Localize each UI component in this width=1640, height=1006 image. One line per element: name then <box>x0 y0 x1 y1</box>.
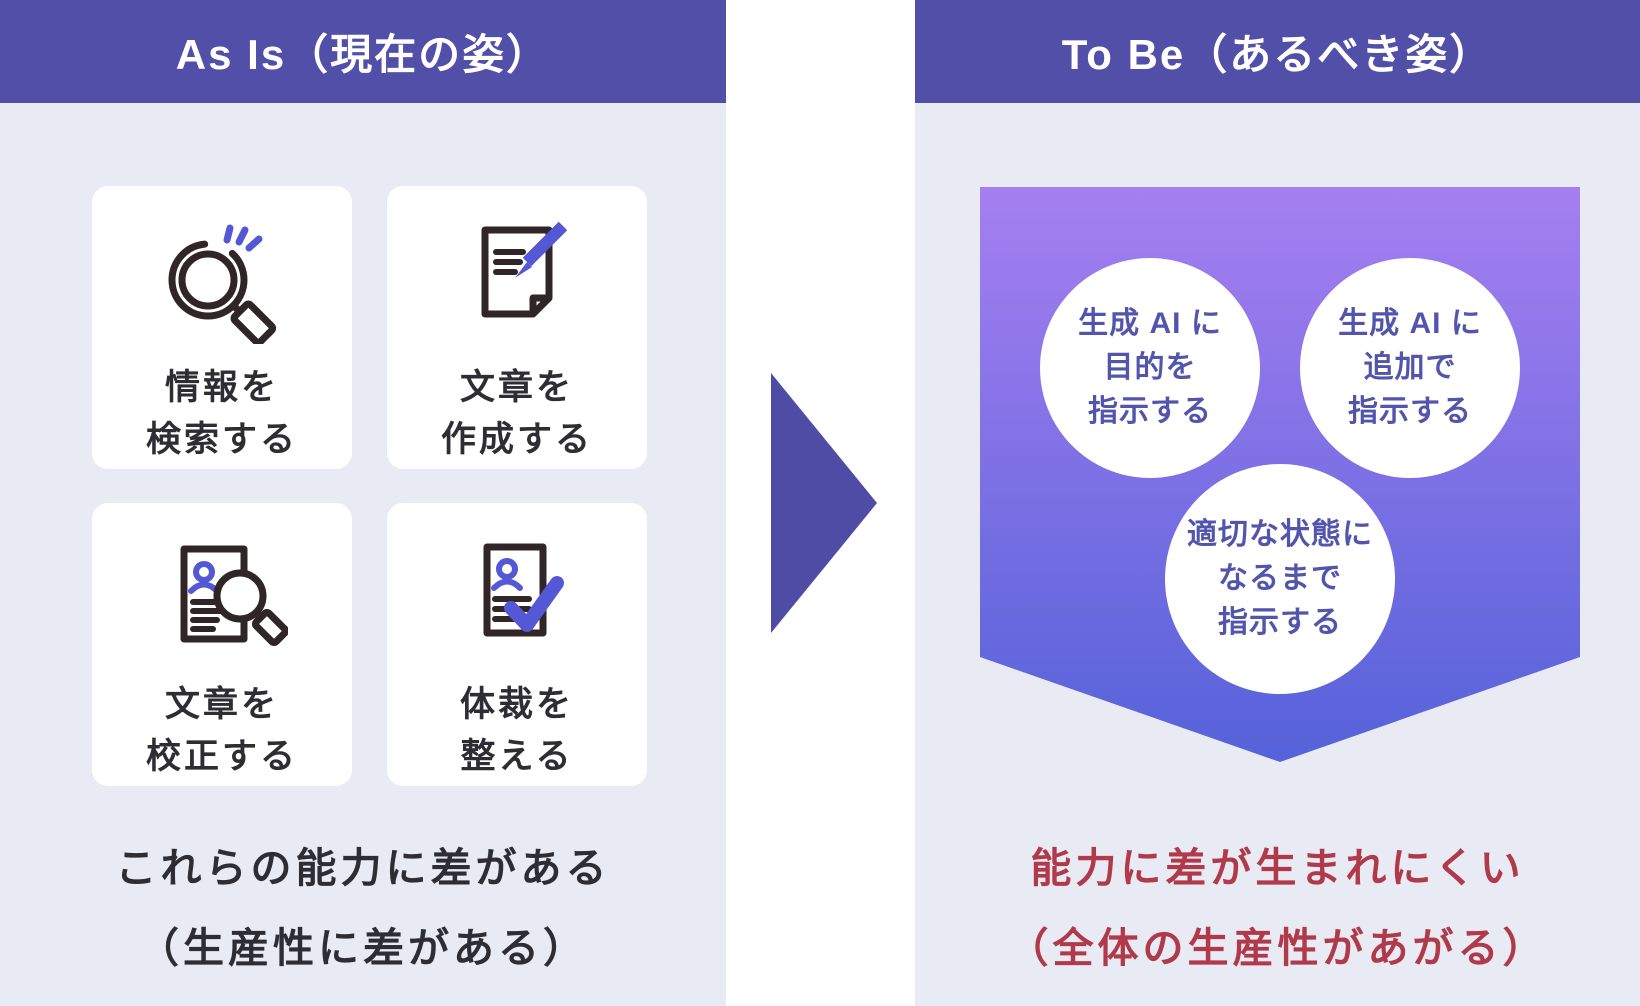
card-search-info: 情報を 検索する <box>92 186 352 469</box>
as-is-panel: As Is（現在の姿） <box>0 0 726 1006</box>
as-is-caption-line2: （生産性に差がある） <box>138 925 588 971</box>
bubble-line: 指示する <box>1087 395 1212 428</box>
card-label: 文章を 作成する <box>387 362 647 466</box>
as-is-caption-line1: これらの能力に差がある <box>115 845 611 891</box>
bubble-until-proper: 適切な状態に なるまで 指示する <box>1165 464 1395 694</box>
card-fix-format: 体裁を 整える <box>387 503 647 786</box>
card-label: 情報を 検索する <box>92 362 352 466</box>
document-magnifier-icon <box>156 529 288 661</box>
as-is-title: As Is（現在の姿） <box>175 31 551 78</box>
search-sparkle-icon <box>156 212 288 344</box>
bubble-line: 生成 AI に <box>1338 307 1482 340</box>
bubble-line: 追加で <box>1363 351 1457 384</box>
document-check-icon <box>451 529 583 661</box>
bubble-line: 生成 AI に <box>1078 307 1222 340</box>
card-label-line: 体裁を <box>459 685 574 724</box>
bubble-line: 指示する <box>1347 395 1472 428</box>
card-label: 体裁を 整える <box>387 679 647 783</box>
card-label: 文章を 校正する <box>92 679 352 783</box>
card-label-line: 文章を <box>459 368 574 407</box>
card-label-line: 校正する <box>145 737 298 776</box>
to-be-header: To Be（あるべき姿） <box>915 0 1640 103</box>
card-label-line: 整える <box>460 737 574 776</box>
to-be-title: To Be（あるべき姿） <box>1061 31 1494 78</box>
to-be-caption: 能力に差が生まれにくい （全体の生産性があがる） <box>915 828 1640 988</box>
bubble-line: 指示する <box>1218 606 1342 639</box>
right-arrow-icon <box>771 373 877 633</box>
card-label-line: 検索する <box>145 420 298 459</box>
to-be-caption-line1: 能力に差が生まれにくい <box>1030 845 1525 891</box>
bubble-line: 目的を <box>1103 351 1197 384</box>
as-is-caption: これらの能力に差がある （生産性に差がある） <box>0 828 726 988</box>
card-write-text: 文章を 作成する <box>387 186 647 469</box>
bubble-line: なるまで <box>1218 562 1342 595</box>
card-label-line: 作成する <box>440 420 593 459</box>
card-label-line: 情報を <box>164 368 279 407</box>
document-pencil-icon <box>451 212 583 344</box>
as-is-header: As Is（現在の姿） <box>0 0 726 103</box>
to-be-caption-line2: （全体の生産性があがる） <box>1007 925 1548 971</box>
bubble-give-purpose: 生成 AI に 目的を 指示する <box>1040 258 1260 478</box>
card-label-line: 文章を <box>164 685 279 724</box>
card-proofread-text: 文章を 校正する <box>92 503 352 786</box>
bubble-give-additional: 生成 AI に 追加で 指示する <box>1300 258 1520 478</box>
bubble-line: 適切な状態に <box>1187 518 1373 551</box>
